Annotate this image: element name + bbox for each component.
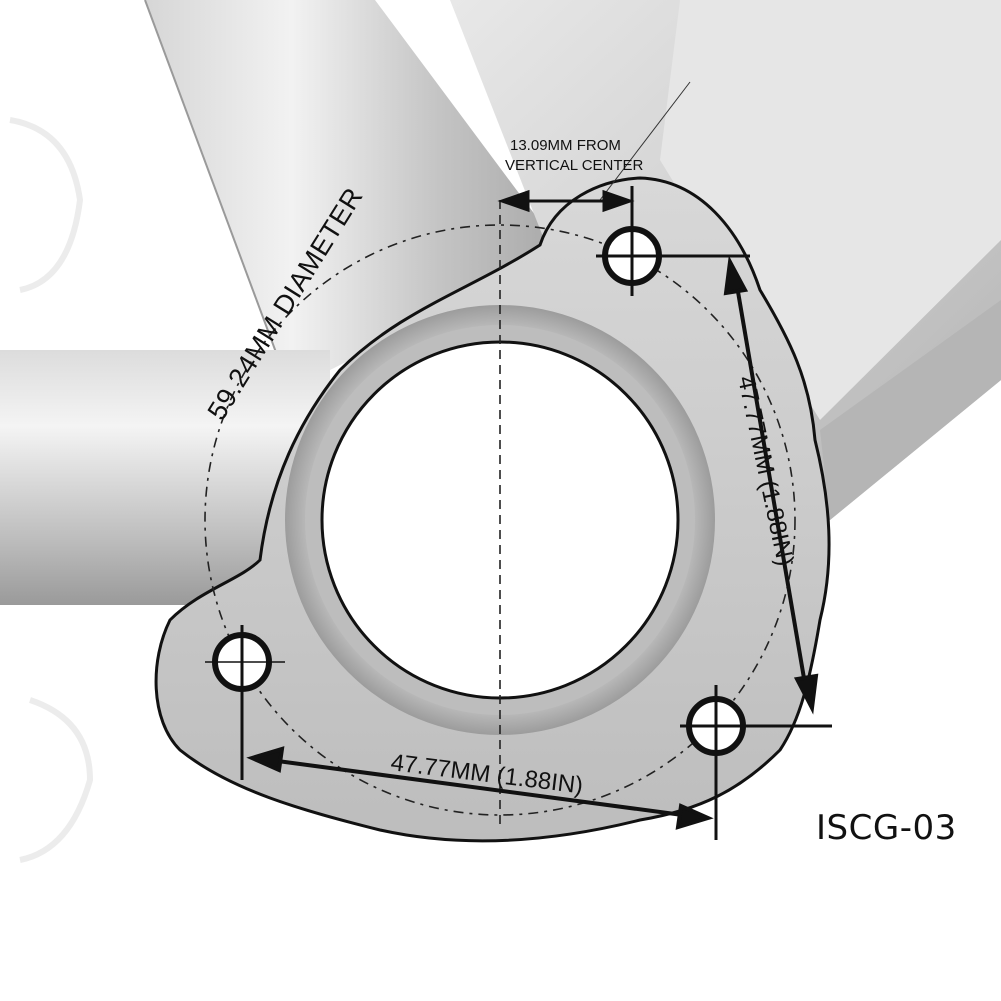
standard-caption: ISCG-03 xyxy=(816,808,957,848)
mount-hole-right xyxy=(680,685,832,840)
offset-leader-line xyxy=(599,81,691,201)
offset-dimension-arrow xyxy=(497,189,635,213)
right-spacing-arrow xyxy=(723,255,819,715)
seat-tube-edge xyxy=(144,0,291,391)
offset-label-line1: 13.09MM FROM xyxy=(510,137,621,154)
bolt-circle xyxy=(204,224,796,816)
down-tube-shade xyxy=(820,300,1001,520)
background-marks xyxy=(9,117,94,863)
bottom-spacing-arrow xyxy=(246,746,714,830)
down-tube-inner xyxy=(660,0,1001,420)
mount-hole-left xyxy=(205,625,285,780)
offset-label-line2: VERTICAL CENTER xyxy=(505,157,644,174)
mount-hole-top xyxy=(596,186,750,296)
